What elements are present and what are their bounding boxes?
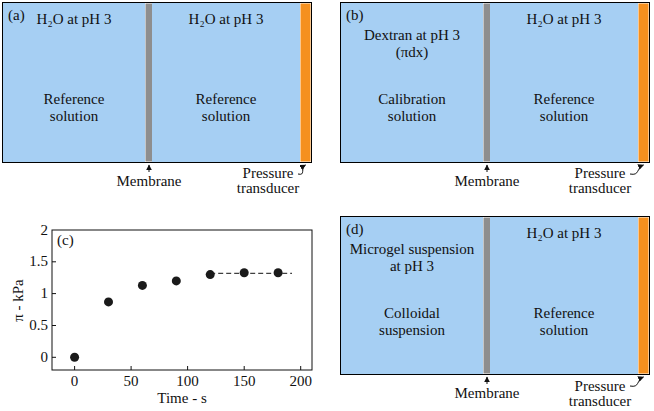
solution-name: H₂O at pH 3 [497, 225, 631, 242]
panel-letter: (a) [8, 7, 25, 24]
compartment-box: H₂O at pH 3 Reference solution [490, 217, 638, 374]
part-label: Pressure transducer [555, 166, 645, 196]
transducer-bar [639, 218, 649, 374]
tick-label: 200 [289, 374, 312, 389]
leader-arrow [630, 377, 644, 386]
tick-label: 50 [124, 374, 139, 389]
tick-label: 0.5 [29, 318, 48, 333]
transducer-bar [639, 4, 649, 162]
cell-panel: (a)H₂O at pH 3Reference solutionH₂O at p… [2, 2, 312, 163]
solution-name: H₂O at pH 3 [7, 11, 141, 28]
part-label: Membrane [455, 174, 520, 189]
solution-role: Reference solution [514, 305, 614, 339]
leader-arrow [298, 165, 306, 174]
solution-role: Reference solution [176, 91, 276, 125]
part-label: Membrane [117, 174, 182, 189]
axis-title: π - kPa [11, 279, 26, 322]
compartment-box: Dextran at pH 3 (πdx) Calibration solutio… [341, 3, 483, 162]
solution-role: Colloidal suspension [362, 305, 462, 339]
panel-letter: (c) [57, 233, 74, 248]
leader-arrow [487, 377, 488, 384]
tick-label: 100 [176, 374, 199, 389]
part-label: Membrane [455, 386, 520, 401]
tick-label: 2 [41, 223, 49, 238]
panel-letter: (d) [346, 221, 364, 238]
panel-letter: (b) [346, 7, 364, 24]
tick-label: 0 [71, 374, 79, 389]
solution-role: Reference solution [514, 91, 614, 125]
compartment-box: Microgel suspension at pH 3 Colloidal sus… [341, 217, 483, 374]
solution-name: Microgel suspension at pH 3 [343, 241, 481, 275]
axis-title: Time - s [157, 391, 206, 406]
solution-name: Dextran at pH 3 (πdx) [357, 27, 467, 61]
part-label: Pressure transducer [555, 379, 645, 409]
leader-arrow [630, 165, 644, 174]
tick-label: 0 [41, 350, 49, 365]
cell-panel: (d) Microgel suspension at pH 3 Colloidal … [340, 216, 650, 375]
solution-name: H₂O at pH 3 [159, 11, 293, 28]
tick-label: 1.5 [29, 254, 48, 269]
transducer-bar [301, 4, 311, 162]
part-label: Pressure transducer [223, 166, 313, 196]
compartment-box: H₂O at pH 3 Reference solution [490, 3, 638, 162]
solution-role: Reference solution [24, 91, 124, 125]
tick-label: 150 [233, 374, 256, 389]
data-points [70, 268, 283, 362]
tick-label: 1 [41, 286, 49, 301]
compartment-box: H₂O at pH 3 Reference solution [3, 3, 145, 162]
plot-frame [52, 230, 312, 370]
compartment-box: H₂O at pH 3 Reference solution [152, 3, 300, 162]
leader-arrow [149, 165, 150, 172]
axis-ticks [52, 262, 301, 370]
solution-name: H₂O at pH 3 [497, 11, 631, 28]
leader-arrow [487, 165, 488, 172]
solution-role: Calibration solution [362, 91, 462, 125]
cell-panel: (b) Dextran at pH 3 (πdx) Calibration solu… [340, 2, 650, 163]
